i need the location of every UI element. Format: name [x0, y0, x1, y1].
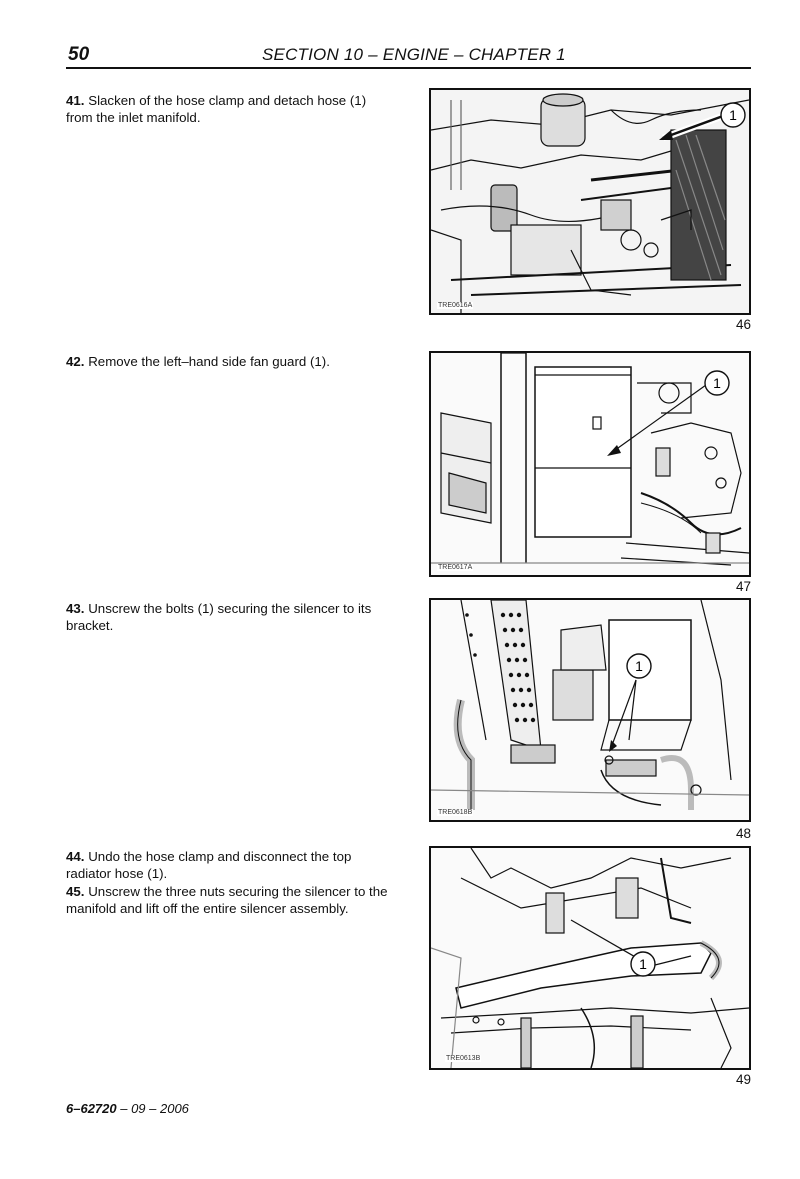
step-text: Slacken of the hose clamp and detach hos… [66, 93, 367, 125]
figure-ref-code: TRE0613B [445, 1055, 482, 1062]
figure-ref-code: TRE0618B [437, 809, 474, 816]
fan-guard-illustration: 1 [431, 353, 749, 575]
step-number: 41. [66, 93, 85, 108]
engine-bay-illustration: 1 [431, 90, 749, 313]
step-41: 41. Slacken of the hose clamp and detach… [66, 92, 392, 126]
figure-48-silencer-bracket: 1 TRE0618B [429, 598, 751, 822]
figure-number: 47 [735, 579, 751, 594]
figure-ref-code: TRE0616A [437, 302, 474, 309]
footer: 6–62720 – 09 – 2006 [66, 1101, 189, 1116]
radiator-hose-illustration: 1 [431, 848, 749, 1068]
publication-code: 6–62720 [66, 1101, 117, 1116]
step-text: Unscrew the three nuts securing the sile… [66, 884, 388, 916]
publication-date: – 09 – 2006 [116, 1101, 189, 1116]
figure-46-callout: 1 [729, 107, 737, 123]
silencer-bracket-illustration: 1 [431, 600, 749, 820]
figure-47-callout: 1 [713, 375, 721, 391]
step-number: 43. [66, 601, 85, 616]
section-title: SECTION 10 – ENGINE – CHAPTER 1 [262, 45, 566, 64]
step-text: Unscrew the bolts (1) securing the silen… [66, 601, 372, 633]
step-42: 42. Remove the left–hand side fan guard … [66, 353, 392, 370]
figure-46-engine-inlet-manifold: 1 TRE0616A [429, 88, 751, 315]
figure-49-radiator-hose: 1 TRE0613B [429, 846, 751, 1070]
step-44: 44. Undo the hose clamp and disconnect t… [66, 848, 392, 882]
step-45: 45. Unscrew the three nuts securing the … [66, 883, 392, 917]
figure-ref-code: TRE0617A [437, 564, 474, 571]
figure-48-callout: 1 [635, 658, 643, 674]
figure-47-fan-guard: 1 TRE0617A [429, 351, 751, 577]
figure-number: 48 [735, 826, 751, 841]
step-number: 45. [66, 884, 85, 899]
step-number: 44. [66, 849, 85, 864]
page-number: 50 [68, 44, 90, 65]
step-number: 42. [66, 354, 85, 369]
figure-49-callout: 1 [639, 956, 647, 972]
step-text: Undo the hose clamp and disconnect the t… [66, 849, 352, 881]
figure-number: 46 [735, 317, 751, 332]
step-text: Remove the left–hand side fan guard (1). [88, 354, 330, 369]
figure-number: 49 [735, 1072, 751, 1087]
step-43: 43. Unscrew the bolts (1) securing the s… [66, 600, 392, 634]
header-divider [66, 67, 751, 69]
